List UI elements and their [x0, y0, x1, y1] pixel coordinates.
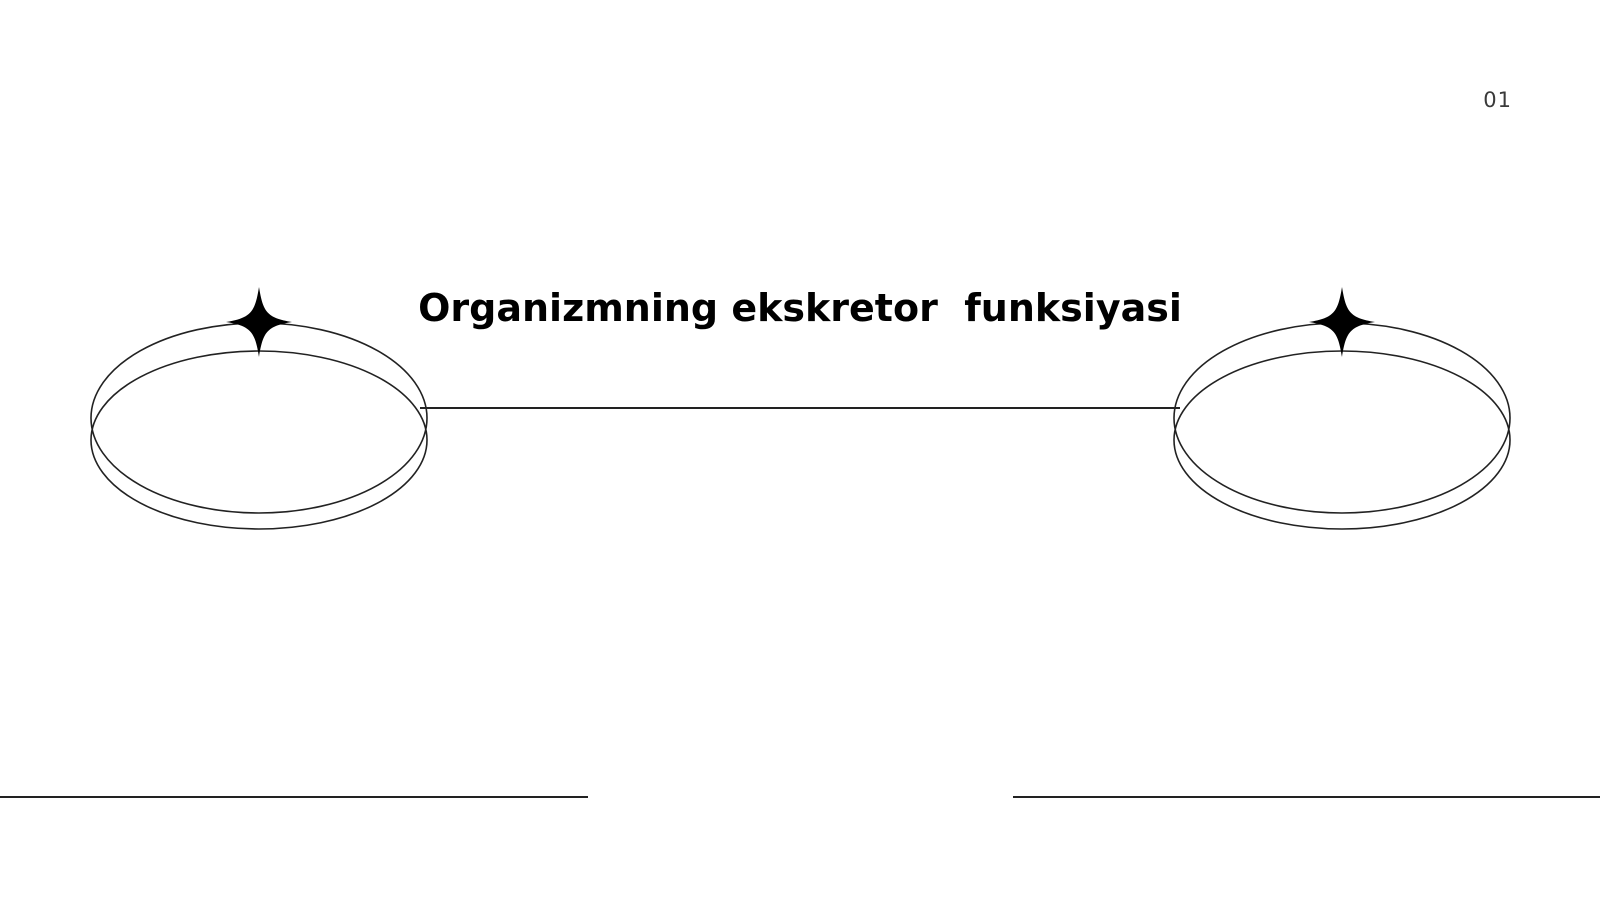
slide-title: Organizmning ekskretor funksiyasi	[418, 286, 1182, 330]
star-right-icon	[1309, 287, 1375, 357]
page-number: 01	[1483, 88, 1512, 112]
star-left-icon	[226, 287, 292, 357]
